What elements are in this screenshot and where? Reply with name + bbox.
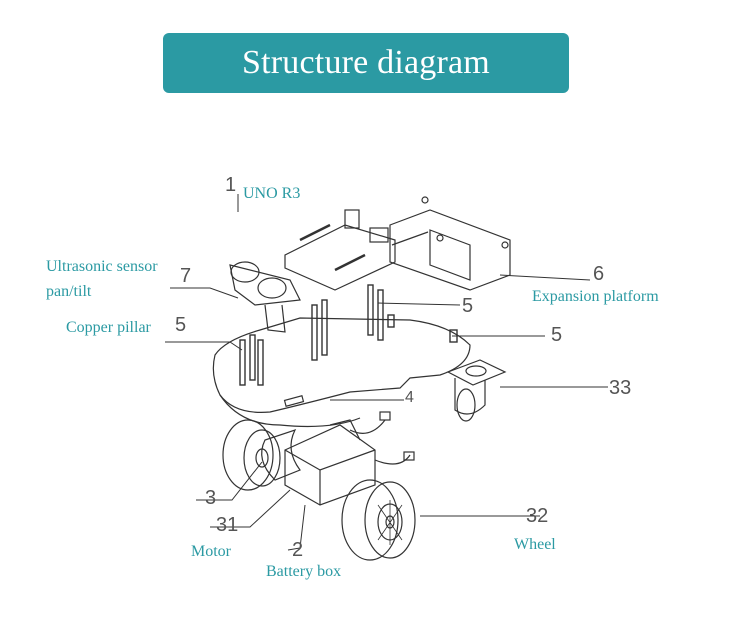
callout-number-2: 2 [292, 539, 304, 561]
label-motor: Motor [191, 543, 231, 560]
leader-lines [165, 194, 608, 551]
callout-number-4: 4 [405, 389, 414, 406]
right-wheel [341, 479, 416, 561]
label-ultrasonic-line1: Ultrasonic sensor [46, 258, 158, 275]
callout-number-5-middle: 5 [462, 295, 474, 317]
label-wheel: Wheel [514, 536, 556, 553]
callout-number-3: 3 [205, 487, 217, 509]
diagram-title: Structure diagram [242, 44, 490, 81]
callout-number-5-left: 5 [175, 314, 187, 336]
callout-number-32: 32 [526, 505, 549, 527]
battery-box [284, 424, 376, 506]
expansion-board [389, 209, 511, 291]
label-copper-pillar: Copper pillar [66, 319, 151, 336]
label-expansion-platform: Expansion platform [532, 288, 659, 305]
title-banner: Structure diagram [163, 33, 569, 93]
ultrasonic-sensor [229, 261, 301, 333]
callout-number-1: 1 [225, 174, 237, 196]
label-uno-r3: UNO R3 [243, 185, 301, 202]
chassis-plate [212, 317, 471, 413]
callout-number-6: 6 [593, 263, 605, 285]
motor-body [261, 428, 301, 481]
uno-board [284, 224, 396, 291]
label-ultrasonic-line2: pan/tilt [46, 283, 92, 300]
callout-number-31: 31 [216, 514, 239, 536]
left-wheel [222, 419, 281, 491]
callout-number-33: 33 [609, 377, 632, 399]
callout-number-5-right: 5 [551, 324, 563, 346]
callout-number-7: 7 [180, 265, 192, 287]
label-battery-box: Battery box [266, 563, 342, 580]
caster-wheel [446, 359, 507, 422]
